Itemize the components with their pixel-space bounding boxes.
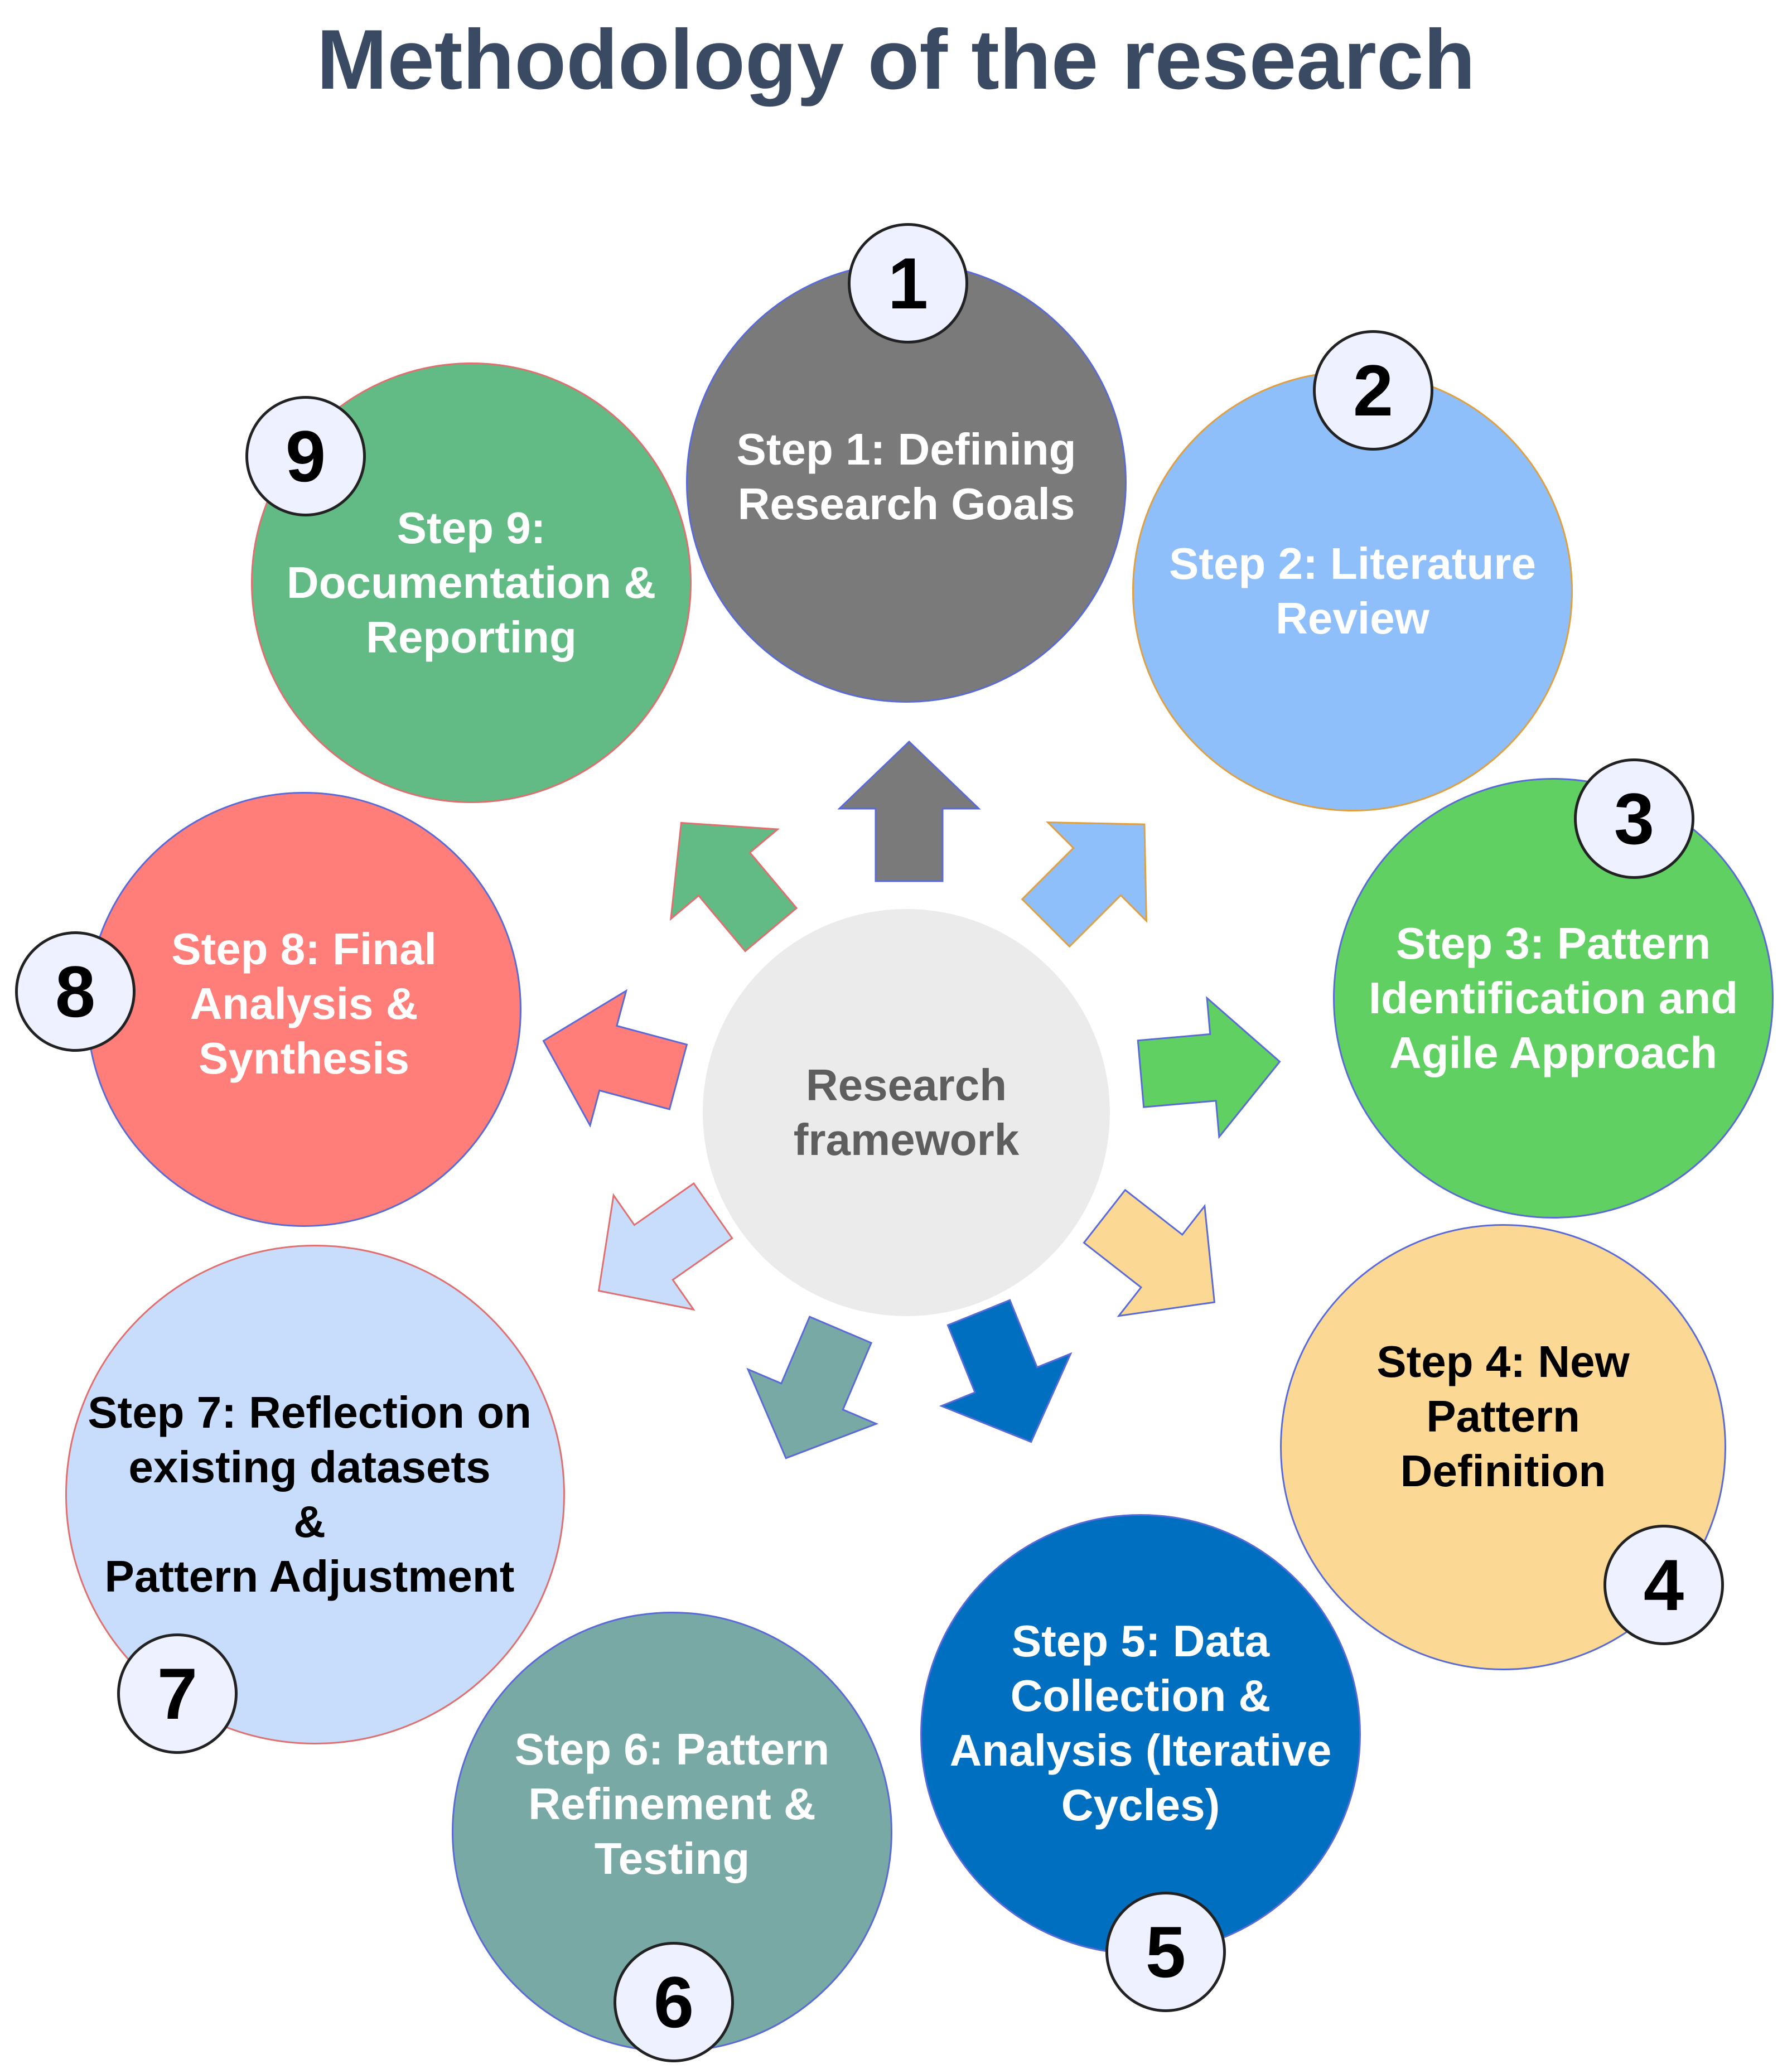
step-2-label: Step 2: Literature Review: [1169, 539, 1536, 643]
arrow-to-step-3: [1137, 996, 1281, 1139]
step-9-label: Step 9: Documentation & Reporting: [286, 503, 656, 662]
step-6-label: Step 6: Pattern Refinement & Testing: [514, 1724, 830, 1883]
step-8-number-badge: 8: [15, 931, 136, 1052]
arrow-to-step-2: [1021, 821, 1148, 948]
step-8-circle: Step 8: Final Analysis & Synthesis: [86, 792, 521, 1227]
center-research-framework: Research framework: [703, 909, 1110, 1316]
arrow-to-step-9: [669, 821, 798, 953]
step-9-circle: Step 9: Documentation & Reporting: [251, 362, 692, 803]
step-5-label: Step 5: Data Collection & Analysis (Iter…: [949, 1616, 1332, 1830]
arrow-to-step-4: [1083, 1188, 1216, 1317]
step-8-label: Step 8: Final Analysis & Synthesis: [171, 924, 437, 1083]
arrow-to-step-6: [746, 1316, 879, 1459]
step-3-label: Step 3: Pattern Identification and Agile…: [1368, 919, 1738, 1077]
step-7-label: Step 7: Reflection on existing datasets …: [88, 1388, 532, 1601]
step-2-number-badge: 2: [1313, 330, 1433, 451]
step-3-number-badge: 3: [1574, 758, 1694, 879]
step-1-label: Step 1: Defining Research Goals: [736, 424, 1076, 529]
arrow-to-step-8: [542, 989, 688, 1128]
step-4-circle: Step 4: New Pattern Definition: [1280, 1224, 1726, 1670]
step-6-number-badge: 6: [614, 1942, 734, 2062]
step-5-number-badge: 5: [1105, 1892, 1226, 2012]
step-7-number-badge: 7: [117, 1633, 238, 1754]
step-1-number-badge: 1: [848, 223, 968, 344]
arrow-to-step-1: [837, 740, 981, 882]
step-4-label: Step 4: New Pattern Definition: [1376, 1337, 1630, 1496]
center-label: Research framework: [793, 1060, 1020, 1164]
step-3-circle: Step 3: Pattern Identification and Agile…: [1333, 778, 1774, 1219]
arrow-to-step-7: [597, 1182, 733, 1311]
arrow-to-step-5: [939, 1299, 1073, 1443]
page-title: Methodology of the research: [316, 12, 1476, 107]
step-9-number-badge: 9: [245, 396, 366, 516]
step-5-circle: Step 5: Data Collection & Analysis (Iter…: [920, 1514, 1361, 1955]
step-4-number-badge: 4: [1603, 1525, 1724, 1645]
